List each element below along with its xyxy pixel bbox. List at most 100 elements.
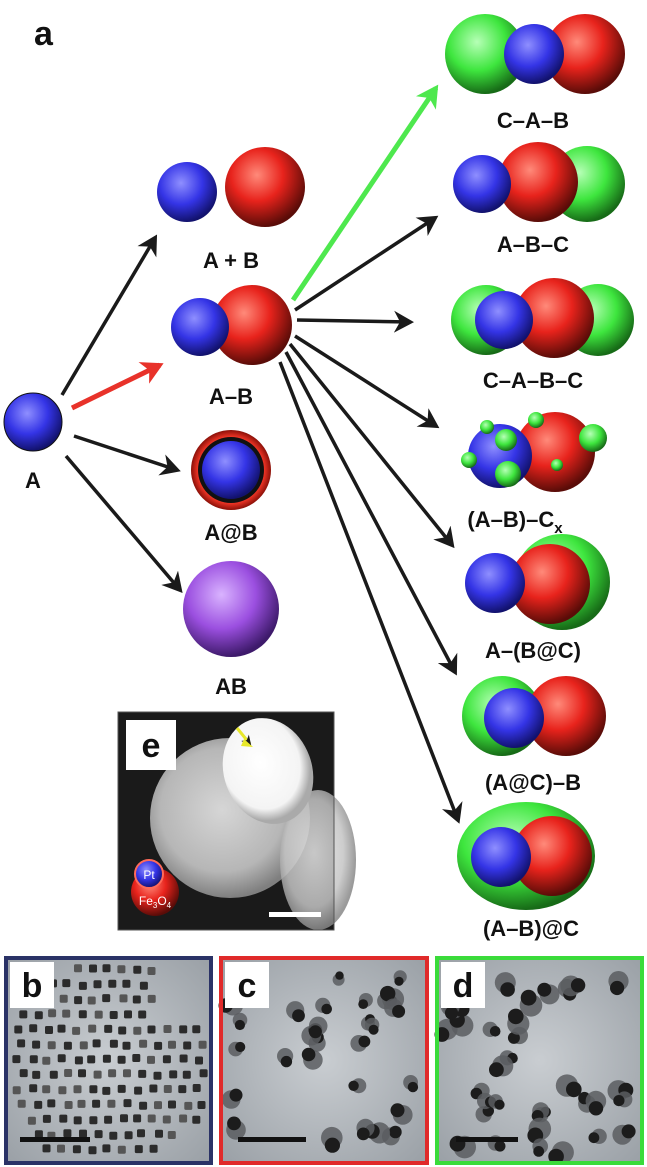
panel-b-nanocube <box>72 1145 81 1154</box>
panel-b-nanocube <box>149 1084 158 1093</box>
panel-b-nanocube <box>57 1054 66 1063</box>
panel-b-nanocube <box>47 1099 56 1108</box>
particle-A <box>3 392 63 452</box>
panel-b-nanocube <box>19 1010 28 1019</box>
panel-e-legend-pt-label: Pt <box>143 868 155 882</box>
panel-b-nanocube <box>122 1041 131 1050</box>
panel-b-nanocube <box>192 1115 201 1124</box>
panel-d-letter: d <box>453 967 474 1005</box>
panel-b-nanocube <box>94 1010 103 1019</box>
arrow-A-to-A-B-red <box>70 362 164 411</box>
panel-b-nanocube <box>78 1069 86 1078</box>
panel-d-particle-core <box>588 1101 604 1116</box>
label-C-A-B-C: C–A–B–C <box>483 368 583 393</box>
panel-d-particle-core <box>520 989 537 1006</box>
panel-b-nanocube <box>132 995 141 1004</box>
panel-c-particle-core <box>280 1055 293 1068</box>
panel-e-legend-sub4: 4 <box>167 901 172 910</box>
panel-c-scale-bar <box>238 1137 306 1142</box>
label-AB-Cx: (A–B)–Cx <box>467 507 563 537</box>
panel-c-particle-core <box>356 1127 370 1141</box>
panel-b-nanocube <box>134 1086 143 1095</box>
panel-b-nanocube <box>124 1010 132 1019</box>
panel-e-yellow-arrow-head <box>241 739 253 747</box>
panel-b-nanocube <box>182 1070 191 1079</box>
panel-e-side-particle <box>280 790 356 930</box>
arrow-AB-to-A-B-C <box>294 215 439 312</box>
panel-e-legend-fe3o4-label: Fe3O4 <box>139 894 172 910</box>
panel-b-nanocube <box>102 994 111 1003</box>
panel-b-nanocube <box>179 1054 188 1063</box>
panel-b-nanocube <box>93 980 102 989</box>
panel-c-particle-core <box>407 1081 419 1093</box>
particle-AB-atC-blue <box>471 827 531 887</box>
panel-b-nanocube <box>179 1025 188 1034</box>
panel-b-nanocube <box>34 1130 43 1139</box>
label-A-B-C: A–B–C <box>497 232 569 257</box>
panel-c-particle-core <box>392 1004 406 1018</box>
panel-b-nanocube <box>29 1055 38 1064</box>
panel-b-nanocube <box>147 1114 156 1123</box>
panel-d-particle-core <box>566 1081 582 1098</box>
panel-c-particle-core <box>308 1025 322 1039</box>
panel-b-nanocube <box>162 1115 171 1124</box>
particle-A-B-red <box>212 285 292 365</box>
panel-d-particle-core <box>508 1008 524 1025</box>
panel-b-nanocube <box>122 979 131 988</box>
panel-b-nanocube <box>17 1099 26 1108</box>
panel-e-legend-sub3: 3 <box>153 901 158 910</box>
panel-c-particle-core <box>292 1009 305 1023</box>
panel-b-nanocube <box>117 1084 126 1093</box>
label-C-A-B: C–A–B <box>497 108 569 133</box>
panel-c-particle-core <box>335 971 344 980</box>
panel-b-nanocube <box>94 1130 103 1139</box>
panel-d-particle-core <box>489 1062 504 1078</box>
particle-C-A-B-C-red <box>514 278 594 358</box>
panel-e-letter-box <box>126 720 176 770</box>
panel-b-nanocube <box>79 1129 87 1138</box>
arrow-AB-to-C-A-B-C <box>296 310 414 333</box>
panel-b-nanocube <box>178 1085 187 1094</box>
arrow-A-to-AB <box>64 454 183 594</box>
panel-d-particle-core <box>621 1124 636 1139</box>
panel-b-nanocube <box>154 1041 163 1050</box>
panel-b-nanocube <box>163 1025 172 1033</box>
panel-b-nanocube <box>32 1070 41 1079</box>
panel-b-nanocube <box>57 1024 66 1033</box>
particle-AatC-B-red <box>526 676 606 756</box>
particle-AB-Cx-green-3 <box>495 429 517 451</box>
panel-b-nanocube <box>169 1070 178 1079</box>
panel-e-legend-fe: Fe <box>139 894 153 908</box>
panel-b-nanocube <box>89 1116 98 1125</box>
panel-c-particle-core <box>368 1024 379 1035</box>
panel-b-nanocube <box>198 1040 207 1049</box>
particle-AB-Cx-green-1 <box>461 452 477 468</box>
panel-b-particles <box>12 964 208 1155</box>
panel-b-nanocube <box>42 1144 51 1153</box>
panel-c-particle-core <box>234 1019 245 1031</box>
panel-b-nanocube <box>102 964 111 973</box>
panel-e-legend-pt <box>134 859 164 889</box>
panel-b-nanocube <box>19 1069 28 1078</box>
panel-b-nanocube <box>57 1144 65 1153</box>
panel-b-nanocube <box>47 1041 56 1050</box>
panel-b-nanocube <box>59 1114 68 1123</box>
panel-b-nanocube <box>104 1024 113 1033</box>
label-AB-Cx-sub: x <box>554 520 563 537</box>
particle-A-BatC-blue <box>465 553 525 613</box>
panel-c-particle-core <box>358 999 369 1009</box>
particle-AB-Cx-green-6 <box>579 424 607 452</box>
panel-d-particle-core <box>613 1095 625 1107</box>
panel-b-nanocube <box>64 1069 73 1077</box>
panel-b-nanocube <box>139 981 148 990</box>
panel-b-nanocube <box>78 981 87 990</box>
panel-d-particle-core <box>489 1026 501 1037</box>
panel-d-scale-bar <box>456 1137 518 1142</box>
panel-e-legend-o: O <box>157 894 166 908</box>
arrow-AB-to-AatC-B <box>284 351 458 676</box>
label-A-at-B: A@B <box>204 520 257 545</box>
panel-b-nanocube <box>45 1026 53 1034</box>
panel-b-nanocube <box>89 964 97 973</box>
panel-b-nanocube <box>77 1099 86 1108</box>
